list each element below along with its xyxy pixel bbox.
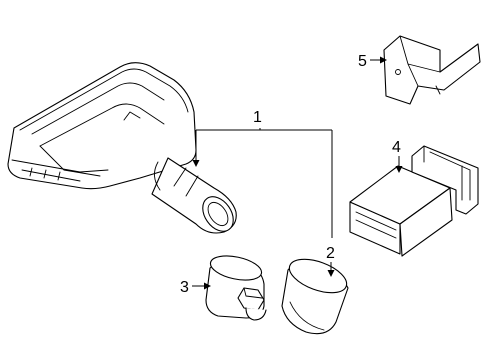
tpms-sensor <box>7 62 237 234</box>
callout-label-5: 5 <box>358 53 367 70</box>
callout-group-3: 3 <box>180 279 211 296</box>
mounting-bracket <box>383 35 481 105</box>
valve-nut <box>205 255 267 321</box>
callout-group-1: 1 <box>192 109 333 238</box>
callout-label-1: 1 <box>253 109 262 126</box>
callout-group-4: 4 <box>392 139 403 173</box>
callout-group-5: 5 <box>358 53 387 70</box>
control-module <box>349 145 479 257</box>
callout-label-4: 4 <box>392 139 401 156</box>
leader-line-1 <box>196 128 332 131</box>
callout-label-3: 3 <box>180 279 189 296</box>
callout-label-2: 2 <box>326 245 335 262</box>
valve-cap <box>281 258 349 335</box>
callout-group-2: 2 <box>326 245 335 277</box>
